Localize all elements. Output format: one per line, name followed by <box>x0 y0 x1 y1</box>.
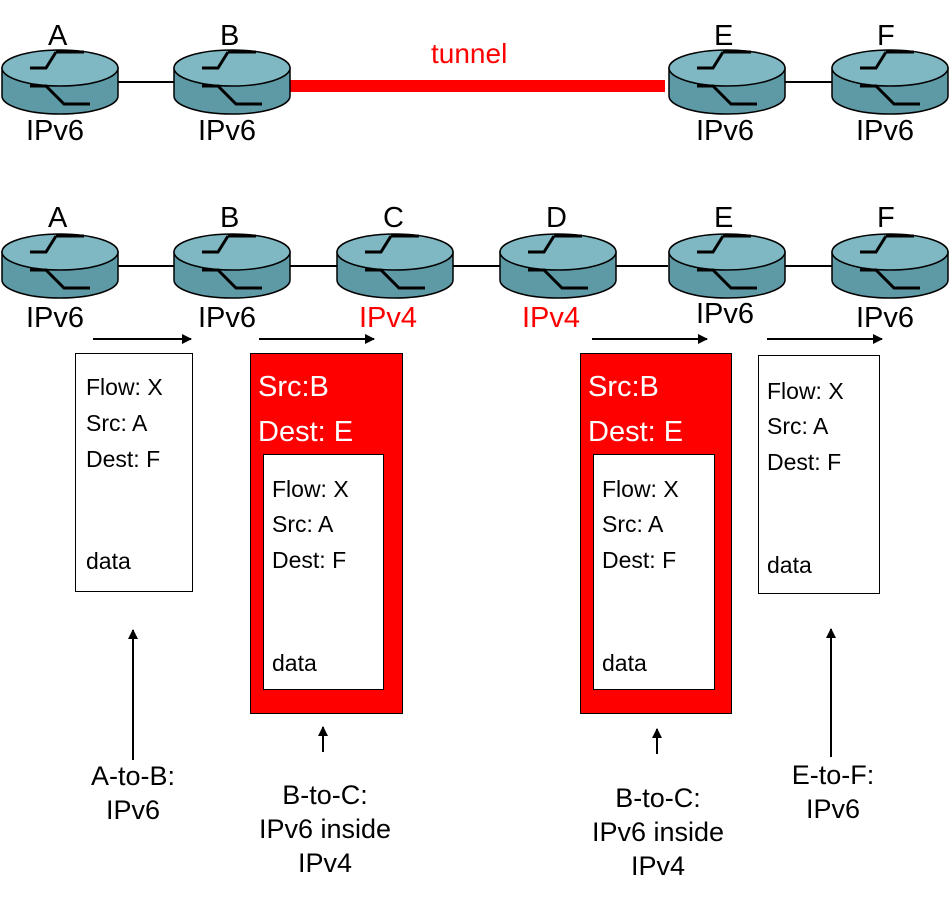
packet-dest: Dest: F <box>602 547 677 573</box>
router-proto-a: IPv6 <box>26 302 85 334</box>
router-name-b: B <box>220 202 240 234</box>
router-name-e: E <box>714 202 734 234</box>
packet-flow: Flow: X <box>86 374 163 400</box>
router-name-c: C <box>383 202 404 234</box>
router-a <box>0 232 120 300</box>
router-name-b-top: B <box>220 20 240 52</box>
router-proto-a-top: IPv6 <box>26 115 85 147</box>
packet-b-to-c-encapsulated: Src:B Dest: E Flow: X Src: A Dest: F dat… <box>250 353 403 714</box>
packet-a-to-b: Flow: X Src: A Dest: F data <box>75 353 193 592</box>
outer-dest: Dest: E <box>258 416 354 448</box>
caption-line: B-to-C: <box>615 783 701 813</box>
packet-e-to-f: Flow: X Src: A Dest: F data <box>758 355 880 594</box>
packet-dest: Dest: F <box>767 449 842 475</box>
caption-line: B-to-C: <box>282 780 368 810</box>
caption-e-to-f: E-to-F: IPv6 <box>763 758 903 826</box>
packet-data: data <box>767 552 812 578</box>
packet-dest: Dest: F <box>272 547 347 573</box>
caption-b-to-c-1: B-to-C: IPv6 inside IPv4 <box>230 778 420 880</box>
caption-line: IPv6 inside <box>258 814 392 844</box>
router-f-top <box>830 48 950 116</box>
caption-line: IPv6 inside <box>591 817 725 847</box>
router-name-d: D <box>546 202 567 234</box>
packet-dest: Dest: F <box>86 446 161 472</box>
router-proto-c: IPv4 <box>359 302 418 334</box>
router-proto-e: IPv6 <box>696 298 755 330</box>
inner-ipv6-packet: Flow: X Src: A Dest: F data <box>593 454 715 690</box>
router-proto-e-top: IPv6 <box>696 115 755 147</box>
caption-line: IPv4 <box>297 848 353 878</box>
router-c <box>335 232 455 300</box>
router-proto-d: IPv4 <box>522 302 581 334</box>
router-d <box>498 232 618 300</box>
packet-flow: Flow: X <box>272 476 349 502</box>
packet-data: data <box>272 650 317 676</box>
caption-b-to-c-2: B-to-C: IPv6 inside IPv4 <box>563 781 753 883</box>
router-proto-f-top: IPv6 <box>856 115 915 147</box>
packet-d-to-e-encapsulated: Src:B Dest: E Flow: X Src: A Dest: F dat… <box>580 353 732 714</box>
packet-data: data <box>86 548 131 574</box>
packet-src: Src: A <box>602 511 664 537</box>
router-name-f-top: F <box>877 20 895 52</box>
caption-a-to-b: A-to-B: IPv6 <box>63 759 203 827</box>
router-e-top <box>667 48 787 116</box>
router-proto-b: IPv6 <box>198 302 257 334</box>
router-name-e-top: E <box>714 20 734 52</box>
router-b <box>172 232 292 300</box>
caption-line: E-to-F: <box>791 760 875 790</box>
packet-src: Src: A <box>767 413 829 439</box>
packet-src: Src: A <box>272 511 334 537</box>
outer-src: Src:B <box>588 371 659 403</box>
router-f <box>830 232 950 300</box>
router-name-a-top: A <box>48 20 68 52</box>
router-e <box>667 232 787 300</box>
router-name-f: F <box>877 202 895 234</box>
packet-data: data <box>602 650 647 676</box>
router-proto-f: IPv6 <box>856 302 915 334</box>
packet-src: Src: A <box>86 410 148 436</box>
router-a-top <box>0 48 120 116</box>
tunnel-label: tunnel <box>431 38 508 69</box>
router-name-a: A <box>48 202 68 234</box>
packet-flow: Flow: X <box>767 378 844 404</box>
outer-src: Src:B <box>258 371 329 403</box>
caption-line: IPv6 <box>105 795 161 825</box>
caption-line: IPv6 <box>805 794 861 824</box>
packet-flow: Flow: X <box>602 476 679 502</box>
caption-line: A-to-B: <box>90 761 176 791</box>
outer-dest: Dest: E <box>588 416 684 448</box>
caption-line: IPv4 <box>630 851 686 881</box>
router-proto-b-top: IPv6 <box>198 115 257 147</box>
inner-ipv6-packet: Flow: X Src: A Dest: F data <box>263 454 384 690</box>
router-b-top <box>172 48 292 116</box>
